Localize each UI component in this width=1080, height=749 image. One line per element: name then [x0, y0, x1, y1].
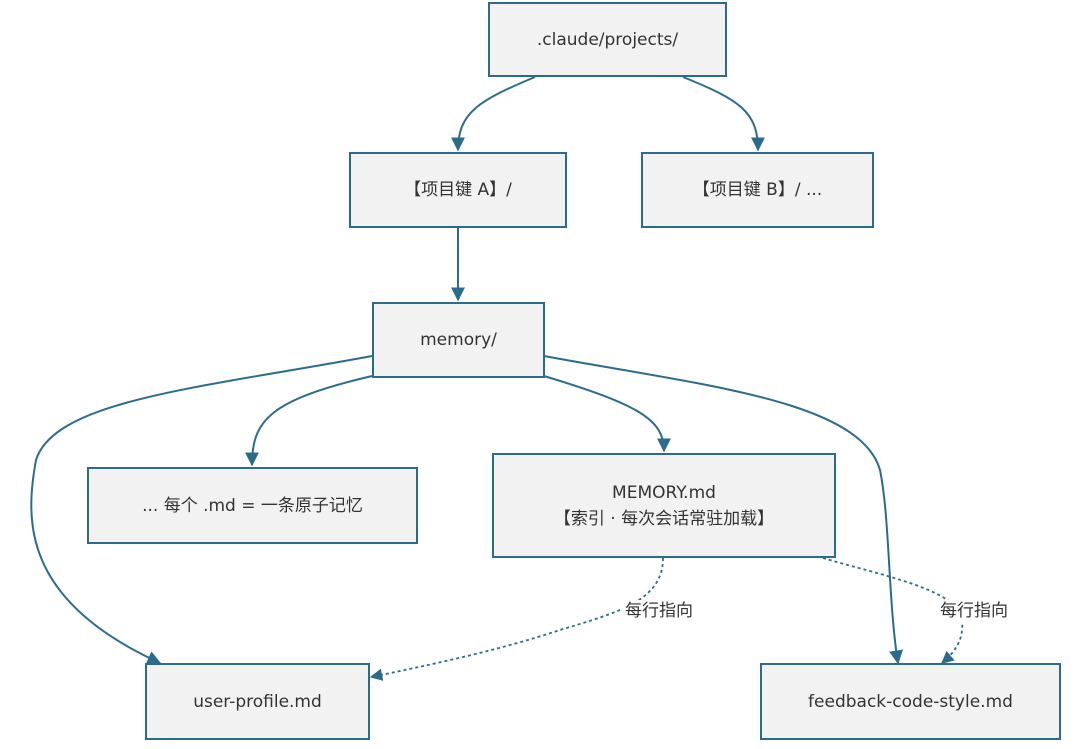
- edge-memory-to-feedback: [543, 355, 903, 665]
- node-memory: memory/: [372, 302, 545, 378]
- edge-memorymd-to-user-profile: [369, 557, 664, 681]
- node-projects: .claude/projects/: [488, 2, 727, 77]
- edge-label-points-right: 每行指向: [936, 600, 1012, 622]
- edge-projects-to-b: [682, 76, 765, 152]
- node-memory-md-title: MEMORY.md: [612, 482, 716, 503]
- node-feedback: feedback-code-style.md: [760, 663, 1061, 740]
- node-project-a-label: 【项目键 A】/: [404, 180, 512, 200]
- edge-memorymd-to-feedback: [822, 557, 964, 664]
- edge-memory-to-user-profile: [30, 355, 373, 665]
- node-atomic-memory: ... 每个 .md = 一条原子记忆: [87, 467, 418, 544]
- edge-memory-to-atomic: [245, 375, 373, 467]
- node-user-profile: user-profile.md: [145, 663, 370, 740]
- node-atomic-memory-label: ... 每个 .md = 一条原子记忆: [142, 495, 363, 516]
- node-feedback-label: feedback-code-style.md: [808, 691, 1013, 712]
- node-memory-md-subtitle: 【索引 · 每次会话常驻加载】: [553, 508, 775, 529]
- node-project-b-label: 【项目键 B】/ ...: [692, 180, 823, 200]
- node-memory-md: MEMORY.md 【索引 · 每次会话常驻加载】: [492, 453, 836, 558]
- node-user-profile-label: user-profile.md: [193, 691, 322, 712]
- node-projects-label: .claude/projects/: [536, 29, 679, 50]
- node-project-a: 【项目键 A】/: [349, 152, 567, 228]
- node-project-b: 【项目键 B】/ ...: [641, 152, 874, 228]
- edge-memory-to-memorymd: [543, 375, 671, 453]
- edge-label-points-left: 每行指向: [621, 600, 697, 622]
- node-memory-label: memory/: [420, 330, 497, 350]
- edge-projects-to-a: [451, 76, 536, 152]
